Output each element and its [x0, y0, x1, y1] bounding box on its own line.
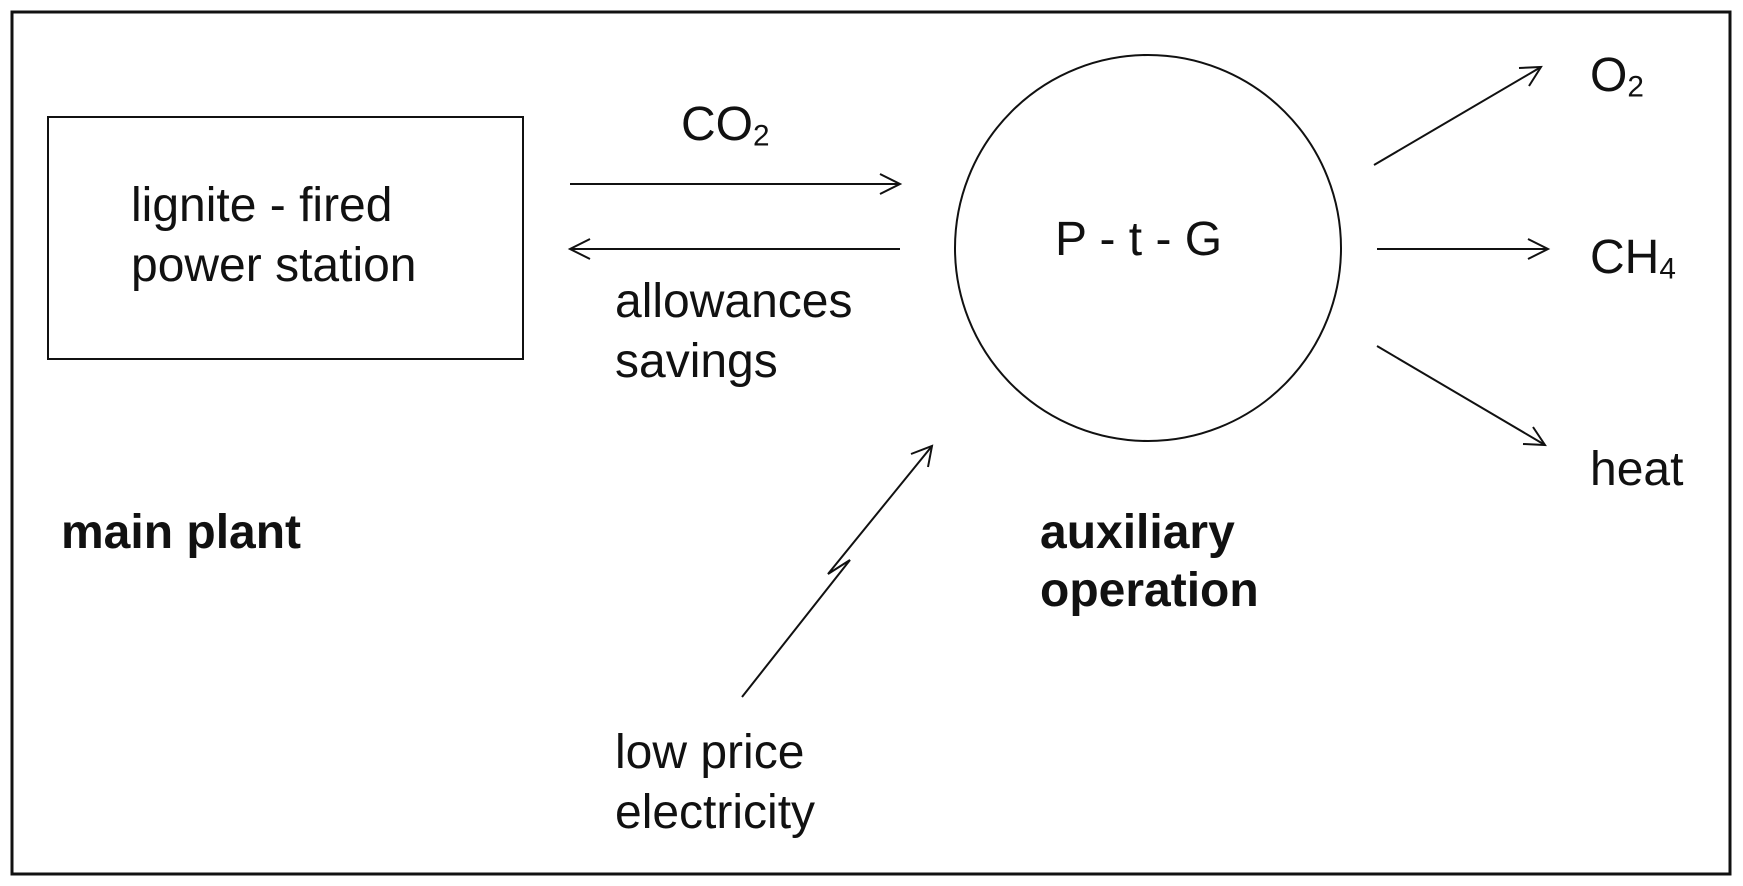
heat-arrow: [1376, 345, 1547, 447]
o2-label: O2: [1590, 46, 1644, 106]
auxiliary-caption-line1: auxiliary: [1040, 506, 1235, 559]
ptg-label: P - t - G: [1055, 213, 1223, 266]
ch4-label: CH4: [1590, 228, 1676, 288]
outer-frame: [10, 10, 1732, 876]
electricity-lightning-arrow: [741, 444, 934, 698]
power-station-box: [47, 116, 524, 360]
o2-arrow: [1373, 65, 1543, 166]
savings-label: savings: [615, 335, 778, 388]
electricity-label-line2: electricity: [615, 786, 816, 839]
power-station-label-line2: power station: [131, 239, 417, 292]
ch4-label-base: CH: [1590, 231, 1660, 284]
heat-label: heat: [1590, 443, 1684, 496]
auxiliary-caption-line2: operation: [1040, 564, 1259, 617]
co2-arrow: [570, 173, 903, 195]
co2-label: CO2: [681, 95, 770, 155]
ch4-arrow: [1377, 238, 1551, 260]
co2-label-subscript: 2: [753, 119, 770, 153]
ch4-label-subscript: 4: [1659, 252, 1676, 286]
main-plant-caption: main plant: [61, 506, 302, 559]
electricity-label-line1: low price: [615, 726, 805, 779]
power-station-label-line1: lignite - fired: [131, 179, 393, 232]
ptg-circle: [954, 54, 1342, 442]
o2-label-base: O: [1590, 49, 1628, 102]
o2-label-subscript: 2: [1627, 70, 1644, 104]
co2-label-base: CO: [681, 98, 753, 151]
allowances-label: allowances: [615, 275, 853, 328]
allowances-arrow: [567, 238, 900, 260]
